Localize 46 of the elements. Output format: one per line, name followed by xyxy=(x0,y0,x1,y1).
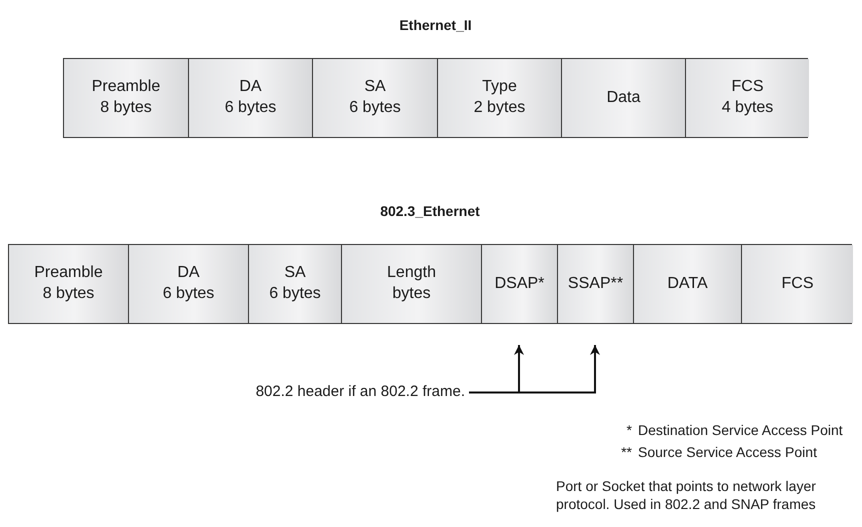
note-text: Port or Socket that points to network layer protocol. Used in 802.2 and SNAP frames xyxy=(556,478,817,513)
footnote-mark: * xyxy=(626,422,632,440)
field-size: bytes xyxy=(392,284,431,304)
frame-title: Ethernet_II xyxy=(398,17,473,33)
field-name: SA xyxy=(284,263,306,284)
field-name: FCS xyxy=(782,274,814,294)
field-cell xyxy=(312,59,437,137)
field-cell xyxy=(633,245,741,323)
field-name: DA xyxy=(239,77,262,98)
field-size: 6 bytes xyxy=(162,284,214,304)
field-size: 6 bytes xyxy=(349,98,401,118)
field-cell xyxy=(9,245,128,323)
field-name: Length xyxy=(387,263,436,284)
field-name: Preamble xyxy=(34,263,103,284)
field-cell xyxy=(557,245,633,323)
field-cell xyxy=(341,245,481,323)
field-cell xyxy=(481,245,557,323)
field-cell xyxy=(248,245,341,323)
field-name: FCS xyxy=(732,77,764,98)
field-cell xyxy=(741,245,853,323)
field-name: SA xyxy=(364,77,386,98)
field-size: 4 bytes xyxy=(722,98,774,118)
field-name: DA xyxy=(177,263,200,284)
footnote-text: Source Service Access Point xyxy=(638,444,818,462)
field-name: SSAP** xyxy=(568,274,624,294)
field-name: Data xyxy=(606,88,640,108)
field-size: 6 bytes xyxy=(269,284,321,304)
arrow xyxy=(469,345,600,394)
field-cell xyxy=(64,59,188,137)
field-name: DSAP* xyxy=(494,274,544,294)
field-name: DATA xyxy=(667,274,708,294)
footnote-text: Destination Service Access Point xyxy=(638,422,844,440)
field-size: 6 bytes xyxy=(224,98,276,118)
field-cell xyxy=(188,59,312,137)
field-size: 8 bytes xyxy=(42,284,94,304)
field-name: Type xyxy=(482,77,517,98)
field-cell xyxy=(437,59,561,137)
field-size: 2 bytes xyxy=(474,98,526,118)
footnote-mark: ** xyxy=(620,444,632,462)
field-cell xyxy=(128,245,248,323)
field-cell xyxy=(561,59,685,137)
field-size: 8 bytes xyxy=(100,98,152,118)
field-cell xyxy=(685,59,809,137)
frame-title: 802.3_Ethernet xyxy=(379,203,481,219)
annotation-text: 802.2 header if an 802.2 frame. xyxy=(150,383,465,400)
field-name: Preamble xyxy=(92,77,160,98)
